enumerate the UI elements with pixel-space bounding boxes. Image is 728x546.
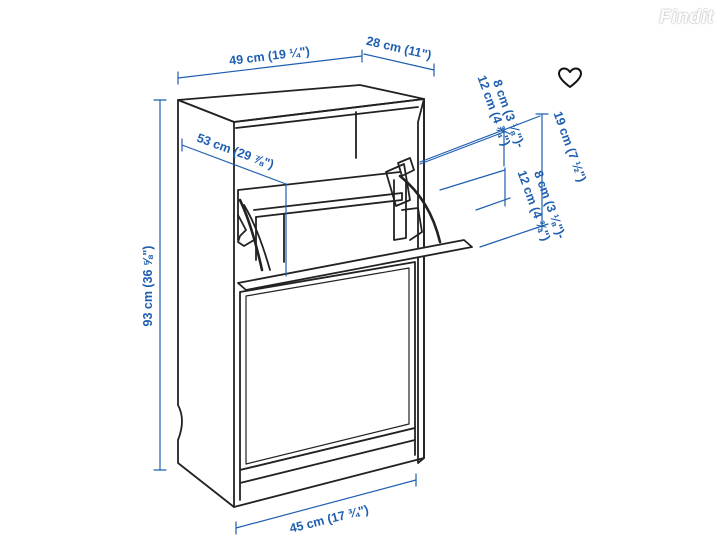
dimension-lines [153, 49, 549, 535]
dimension-height: 93 cm (36 ⅝") [141, 246, 155, 327]
opened-flap [237, 239, 473, 291]
favorite-button[interactable] [557, 66, 583, 90]
cabinet-drawing [177, 84, 473, 508]
dimension-base-width: 45 cm (17 ¾") [288, 503, 370, 536]
findit-logo: Findit [659, 7, 714, 28]
dimension-top-width: 49 cm (19 ¼") [228, 44, 310, 68]
heart-icon [558, 67, 582, 88]
cabinet-front-frame [233, 98, 425, 508]
cabinet-left-side [177, 99, 235, 508]
dimension-top-depth: 28 cm (11") [365, 34, 433, 63]
dimension-right-height: 19 cm (7 ½") [551, 109, 589, 183]
